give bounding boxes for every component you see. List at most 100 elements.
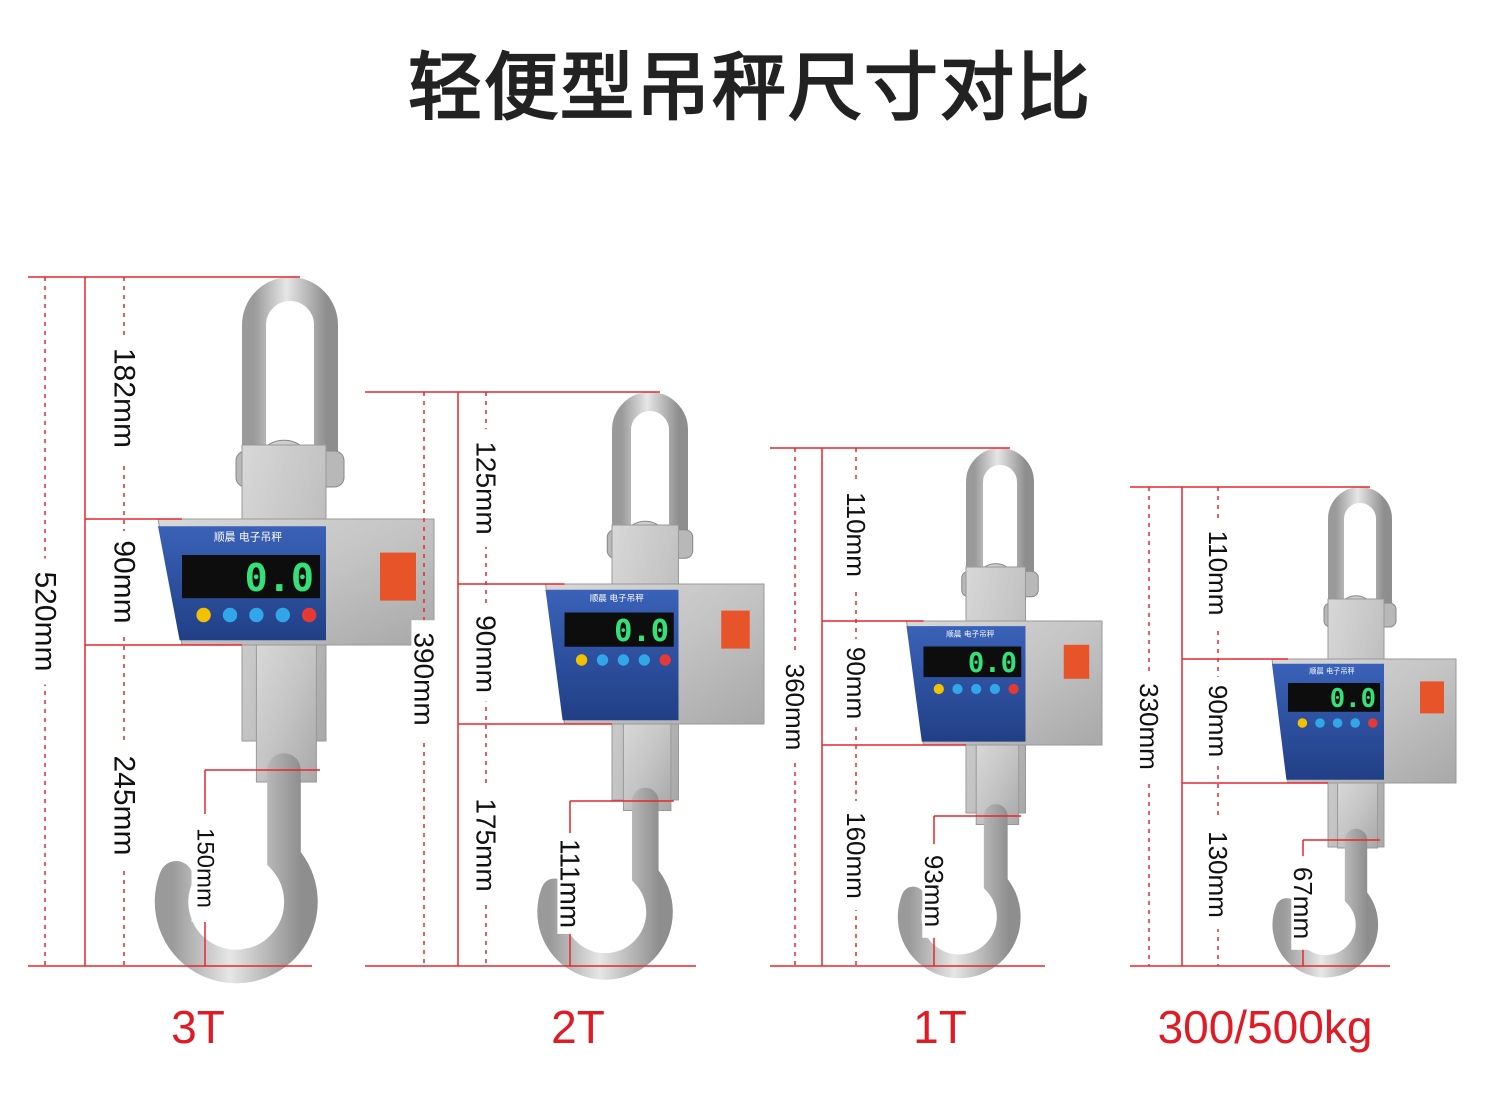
panel-button-1: [196, 607, 211, 623]
label-backing: [783, 652, 807, 762]
label-backing: [110, 531, 138, 633]
lower-clevis: [975, 744, 1020, 825]
scale-model-3: 顺晨 电子吊秤 0.0 360mm 110mm 90mm 160mm 93mm: [770, 447, 1103, 979]
model-caption-2t: 2T: [551, 1001, 605, 1053]
hook-height-label: 111mm: [555, 839, 586, 928]
crane-scale-2: 顺晨 电子吊秤 0.0: [537, 392, 765, 980]
total-height-label: 390mm: [409, 632, 440, 725]
model-caption-300-500kg: 300/500kg: [1157, 1001, 1373, 1053]
shackle: [612, 392, 688, 549]
display-height-label: 90mm: [841, 647, 871, 719]
label-backing: [1206, 819, 1230, 930]
lcd-reading: 0.0: [614, 614, 669, 649]
panel-button-3: [249, 607, 264, 623]
panel-button-3: [971, 683, 982, 695]
display-height-label: 90mm: [471, 615, 502, 693]
panel-button-4: [638, 654, 650, 666]
panel-button-4: [989, 683, 1001, 695]
panel-button-5: [1368, 718, 1378, 728]
lower-height-label: 130mm: [1203, 831, 1233, 918]
model-caption-3t: 3T: [171, 1001, 225, 1053]
lower-height-label: 175mm: [471, 798, 502, 891]
warning-sticker: [1063, 644, 1090, 679]
hook: [897, 804, 1021, 979]
label-backing: [844, 479, 868, 590]
lower-height-label: 160mm: [841, 812, 871, 899]
hook: [1272, 828, 1379, 978]
page-title: 轻便型吊秤尺寸对比: [408, 45, 1092, 131]
label-backing: [110, 742, 138, 869]
shackle-height-label: 110mm: [841, 492, 871, 577]
label-backing: [110, 335, 138, 461]
panel-button-5: [302, 607, 317, 623]
panel-label: 顺晨 电子吊秤: [214, 531, 282, 544]
panel-button-3: [1332, 718, 1343, 728]
scale-model-2: 顺晨 电子吊秤 0.0 390mm 125mm 90mm 175mm 111mm: [365, 391, 765, 980]
lcd-window: [182, 555, 320, 599]
display-panel: [906, 626, 1026, 742]
warning-sticker: [721, 610, 750, 649]
label-backing: [473, 786, 499, 904]
label-backing: [1137, 671, 1161, 782]
hook: [537, 787, 673, 980]
shackle: [966, 448, 1034, 589]
lcd-window: [1288, 683, 1380, 712]
label-backing: [31, 558, 59, 685]
label-backing: [191, 814, 219, 922]
label-backing: [411, 620, 437, 738]
lcd-reading: 0.0: [245, 556, 314, 601]
label-backing: [1206, 518, 1230, 628]
display-height-label: 90mm: [108, 540, 141, 623]
panel-button-5: [659, 654, 671, 666]
panel-label: 顺晨 电子吊秤: [946, 628, 995, 638]
warning-sticker: [1420, 681, 1444, 714]
label-backing: [844, 800, 868, 911]
label-backing: [473, 429, 499, 547]
display-panel: [1272, 663, 1384, 780]
lcd-window: [564, 612, 674, 647]
hook: [154, 753, 318, 984]
hook-height-label: 150mm: [192, 828, 219, 908]
crane-scale-3: 顺晨 电子吊秤 0.0: [897, 448, 1103, 979]
label-backing: [844, 638, 868, 728]
display-height-label: 90mm: [1203, 685, 1233, 757]
panel-button-4: [1350, 718, 1360, 728]
panel-button-2: [222, 607, 238, 623]
display-panel: [545, 589, 679, 721]
shackle: [242, 277, 338, 475]
shackle: [1328, 487, 1392, 619]
panel-button-5: [1008, 683, 1019, 695]
total-height-label: 360mm: [780, 664, 810, 751]
shackle-height-label: 125mm: [471, 441, 502, 534]
hook-height-label: 67mm: [1288, 867, 1318, 939]
label-backing: [1206, 676, 1230, 766]
panel-button-1: [1297, 718, 1308, 728]
panel-button-1: [933, 683, 944, 695]
panel-button-1: [575, 654, 588, 666]
label-backing: [557, 833, 583, 934]
lcd-reading: 0.0: [968, 648, 1017, 679]
hook-height-label: 93mm: [919, 855, 949, 927]
panel-button-4: [275, 607, 290, 623]
model-caption-1t: 1T: [913, 1001, 967, 1053]
total-height-label: 520mm: [29, 571, 62, 671]
crane-scale-4: 顺晨 电子吊秤 0.0: [1271, 487, 1457, 978]
panel-button-2: [596, 654, 609, 666]
panel-button-2: [1315, 718, 1325, 728]
panel-label: 顺晨 电子吊秤: [590, 592, 644, 604]
warning-sticker: [380, 552, 416, 601]
lower-height-label: 245mm: [108, 755, 141, 855]
lcd-window: [923, 646, 1022, 678]
shackle-height-label: 182mm: [108, 348, 141, 448]
crane-scale-1: 顺晨 电子吊秤 0.0: [154, 277, 435, 984]
panel-button-2: [952, 683, 963, 695]
label-backing: [473, 606, 499, 702]
total-height-label: 330mm: [1134, 683, 1164, 770]
label-backing: [922, 844, 946, 938]
lcd-reading: 0.0: [1330, 684, 1376, 714]
panel-button-3: [617, 654, 630, 666]
scale-model-1: 顺晨 电子吊秤 0.0 520mm 182mm 90mm 245mm 150mm: [28, 276, 435, 984]
panel-label: 顺晨 电子吊秤: [1309, 666, 1354, 675]
